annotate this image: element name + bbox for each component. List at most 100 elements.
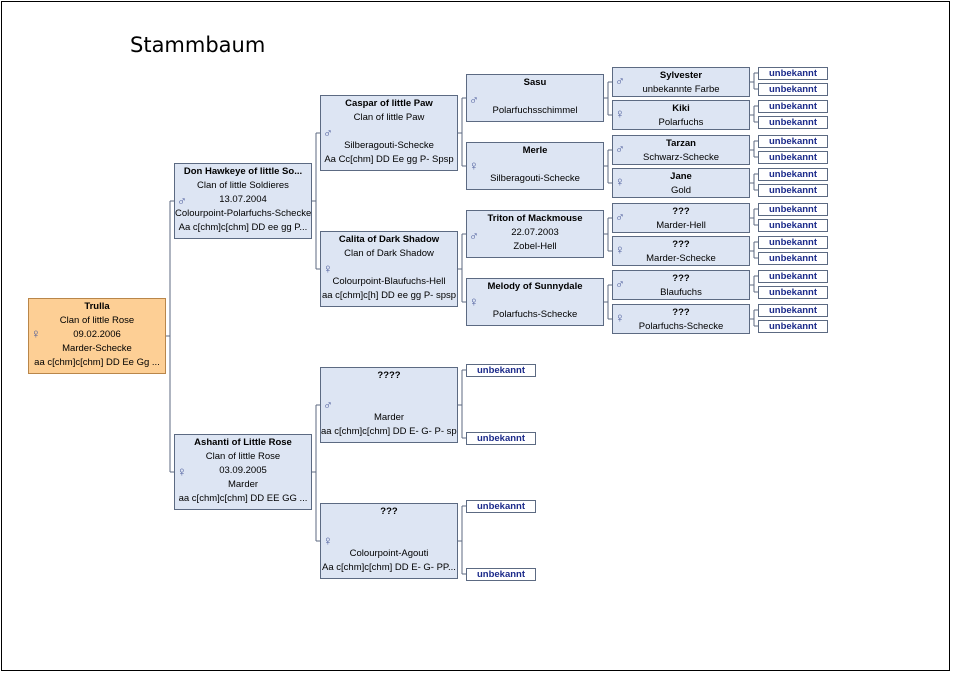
node-name: Trulla	[84, 301, 110, 312]
node-detail: aa c[chm]c[chm] DD EE GG ...	[178, 493, 308, 504]
node-detail: Marder-Schecke	[62, 343, 132, 354]
unknown-ancestor-box[interactable]: unbekannt	[758, 184, 828, 197]
pedigree-node-g6[interactable]: ???Marder-Schecke♀	[612, 236, 750, 266]
pedigree-node-father[interactable]: Don Hawkeye of little So... Clan of littl…	[174, 163, 312, 239]
node-detail: Aa Cc[chm] DD Ee gg P- Spsp	[324, 154, 454, 165]
node-detail: Clan of little Rose	[59, 315, 135, 326]
male-symbol-icon: ♂	[323, 125, 333, 140]
node-detail: Polarfuchsschimmel	[492, 105, 578, 116]
node-detail	[321, 533, 457, 547]
unknown-ancestor-box[interactable]: unbekannt	[758, 270, 828, 283]
pedigree-node-g8[interactable]: ???Polarfuchs-Schecke♀	[612, 304, 750, 334]
node-detail: Colourpoint-Blaufuchs-Hell	[332, 276, 446, 287]
unknown-ancestor-box[interactable]: unbekannt	[758, 100, 828, 113]
unknown-ancestor-box[interactable]: unbekannt	[466, 364, 536, 377]
node-detail: Marder-Hell	[656, 220, 706, 231]
node-detail: Aa c[chm]c[chm] DD E- G- PP...	[322, 562, 456, 573]
unknown-ancestor-box[interactable]: unbekannt	[758, 304, 828, 317]
node-detail	[467, 90, 603, 104]
node-name: Sylvester	[659, 70, 703, 81]
node-name: Caspar of little Paw	[345, 98, 433, 109]
female-symbol-icon: ♀	[323, 261, 333, 276]
node-detail: Clan of Dark Shadow	[344, 248, 434, 259]
pedigree-node-g7[interactable]: ???Blaufuchs♂	[612, 270, 750, 300]
node-name: ???	[672, 273, 690, 284]
female-symbol-icon: ♀	[469, 294, 479, 309]
node-detail: Marder-Schecke	[646, 253, 716, 264]
female-symbol-icon: ♀	[615, 310, 625, 325]
unknown-ancestor-box[interactable]: unbekannt	[758, 83, 828, 96]
node-name: ???	[672, 206, 690, 217]
node-name: ???	[380, 506, 398, 517]
node-detail: Clan of little Rose	[205, 451, 281, 462]
node-name: ???	[672, 239, 690, 250]
node-detail: unbekannte Farbe	[642, 84, 720, 95]
node-detail: aa c[chm]c[h] DD ee gg P- spsp	[321, 290, 457, 301]
node-name: Merle	[522, 145, 548, 156]
pedigree-node-g1[interactable]: Sylvester unbekannte Farbe ♂	[612, 67, 750, 97]
node-name: Kiki	[672, 103, 690, 114]
female-symbol-icon: ♀	[323, 533, 333, 548]
node-detail: Silberagouti-Schecke	[490, 173, 580, 184]
unknown-ancestor-box[interactable]: unbekannt	[466, 500, 536, 513]
unknown-ancestor-box[interactable]: unbekannt	[758, 168, 828, 181]
node-detail: Blaufuchs	[660, 287, 702, 298]
node-detail: 13.07.2004	[219, 194, 267, 205]
unknown-ancestor-box[interactable]: unbekannt	[758, 151, 828, 164]
unknown-ancestor-box[interactable]: unbekannt	[466, 432, 536, 445]
node-detail: Polarfuchs	[658, 117, 704, 128]
node-detail: Clan of little Soldieres	[197, 180, 289, 191]
node-name: ????	[377, 370, 401, 381]
unknown-ancestor-box[interactable]: unbekannt	[758, 135, 828, 148]
node-name: Melody of Sunnydale	[487, 281, 583, 292]
node-detail: Marder	[227, 479, 259, 490]
node-detail: 09.02.2006	[73, 329, 121, 340]
male-symbol-icon: ♂	[469, 92, 479, 107]
unknown-ancestor-box[interactable]: unbekannt	[758, 286, 828, 299]
unknown-ancestor-box[interactable]: unbekannt	[758, 320, 828, 333]
unknown-ancestor-box[interactable]: unbekannt	[758, 67, 828, 80]
node-detail	[321, 397, 457, 411]
node-name: Calita of Dark Shadow	[338, 234, 440, 245]
node-name: Jane	[670, 171, 692, 182]
unknown-ancestor-box[interactable]: unbekannt	[466, 568, 536, 581]
node-detail: aa c[chm]c[chm] DD E- G- P- spsp	[321, 426, 457, 437]
unknown-ancestor-box[interactable]: unbekannt	[758, 116, 828, 129]
node-detail: Schwarz-Schecke	[642, 152, 720, 163]
unknown-ancestor-box[interactable]: unbekannt	[758, 219, 828, 232]
male-symbol-icon: ♂	[177, 193, 187, 208]
unknown-ancestor-box[interactable]: unbekannt	[758, 236, 828, 249]
male-symbol-icon: ♂	[323, 397, 333, 412]
node-name: Don Hawkeye of little So...	[183, 166, 303, 177]
node-detail: Silberagouti-Schecke	[344, 140, 434, 151]
male-symbol-icon: ♂	[615, 73, 625, 88]
female-symbol-icon: ♀	[615, 106, 625, 121]
node-detail	[467, 294, 603, 308]
pedigree-node-g5[interactable]: ??? Marder-Hell ♂	[612, 203, 750, 233]
male-symbol-icon: ♂	[615, 209, 625, 224]
unknown-ancestor-box[interactable]: unbekannt	[758, 252, 828, 265]
unknown-ancestor-box[interactable]: unbekannt	[758, 203, 828, 216]
male-symbol-icon: ♂	[615, 141, 625, 156]
node-detail: Clan of little Paw	[353, 112, 425, 123]
node-detail	[321, 125, 457, 139]
node-detail: Colourpoint-Polarfuchs-Schecke	[175, 208, 311, 219]
node-detail: Polarfuchs-Schecke	[492, 309, 578, 320]
female-symbol-icon: ♀	[31, 326, 41, 341]
node-detail	[321, 519, 457, 533]
node-detail: Aa c[chm]c[chm] DD ee gg P...	[178, 222, 308, 233]
